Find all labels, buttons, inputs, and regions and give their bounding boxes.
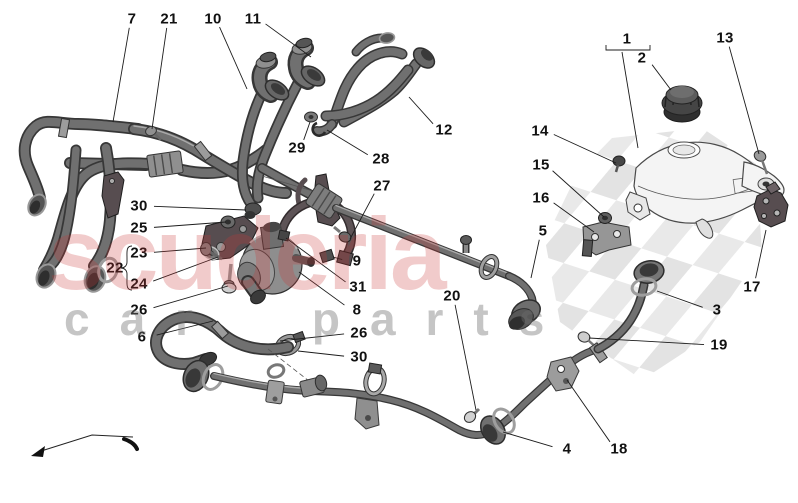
leader-line-17 (755, 229, 767, 279)
part-label-16: 16 (532, 189, 550, 207)
part-label-10: 10 (204, 10, 222, 28)
leader-line-7 (112, 27, 130, 123)
leader-line-8 (298, 271, 345, 306)
assembly-bracket-1 (605, 45, 651, 51)
part-label-31: 31 (349, 278, 367, 296)
leader-line-28 (326, 129, 369, 156)
part-label-8: 8 (352, 301, 362, 319)
bolt-20 (463, 407, 481, 423)
leader-lines (112, 23, 767, 448)
hose-bundle-top-left (18, 75, 341, 293)
part-label-17: 17 (743, 278, 761, 296)
part-label-22: 22 (106, 259, 124, 277)
clip-9 (319, 248, 335, 264)
part-label-5: 5 (538, 222, 548, 240)
part-label-13: 13 (716, 29, 734, 47)
part-label-11: 11 (244, 10, 262, 28)
leader-line-15 (552, 170, 605, 218)
part-label-14: 14 (531, 122, 549, 140)
stay-bracket (101, 171, 125, 219)
screw-13 (753, 150, 769, 175)
leader-line-2 (651, 64, 672, 91)
leader-line-20 (454, 304, 477, 411)
part-label-1: 1 (622, 30, 632, 48)
leader-line-16 (553, 202, 595, 233)
bolt-21 (145, 125, 162, 141)
tank-cap-2 (661, 85, 703, 123)
leader-line-13 (728, 46, 760, 155)
bracket-17 (753, 181, 789, 228)
hose-clamp (57, 117, 71, 139)
part-label-30: 30 (350, 348, 368, 366)
leader-line-14 (553, 134, 617, 164)
part-label-27: 27 (373, 177, 391, 195)
leader-line-26 (153, 285, 229, 309)
leader-line-4 (502, 431, 553, 448)
part-label-25: 25 (130, 219, 148, 237)
bracket-16 (581, 221, 632, 257)
part-label-6: 6 (137, 328, 147, 346)
part-label-7: 7 (127, 10, 137, 28)
leader-line-30 (153, 205, 247, 211)
leader-line-12 (408, 96, 434, 125)
leader-line-31 (285, 237, 346, 283)
leader-line-30 (297, 350, 345, 357)
nut-25 (220, 215, 236, 229)
part-label-26: 26 (130, 301, 148, 319)
leader-line-27 (349, 193, 375, 240)
direction-arrow (31, 434, 139, 457)
part-label-19: 19 (710, 336, 728, 354)
bottom-pipe-run (182, 260, 665, 445)
leader-line-23 (153, 247, 207, 253)
screw-23 (200, 242, 223, 261)
part-label-3: 3 (712, 301, 722, 319)
part-label-23: 23 (130, 244, 148, 262)
part-label-18: 18 (610, 440, 628, 458)
part-label-21: 21 (160, 10, 178, 28)
leader-line-25 (153, 221, 227, 228)
leader-line-3 (656, 290, 703, 308)
part-label-20: 20 (443, 287, 461, 305)
leader-line-1 (621, 51, 639, 149)
nut-29 (304, 111, 318, 123)
leader-line-9 (332, 256, 343, 260)
part-label-29: 29 (288, 139, 306, 157)
leader-line-11 (265, 23, 312, 58)
rubber-mount-30 (244, 202, 262, 219)
pipe-5 (305, 183, 541, 330)
part-label-30: 30 (130, 197, 148, 215)
stud-27 (333, 225, 352, 243)
part-label-4: 4 (562, 440, 572, 458)
brace-22 (120, 245, 133, 291)
part-label-9: 9 (352, 252, 362, 270)
leader-line-26 (279, 333, 345, 342)
leader-line-5 (530, 239, 540, 279)
hose-clamp (193, 140, 213, 162)
part-label-2: 2 (637, 49, 647, 67)
leader-line-29 (303, 121, 311, 141)
part-label-26: 26 (350, 324, 368, 342)
expansion-tank-assembly (581, 85, 789, 257)
leader-line-24 (153, 256, 219, 282)
part-label-28: 28 (372, 150, 390, 168)
leader-line-21 (151, 27, 168, 130)
leader-line-19 (588, 337, 705, 345)
part-label-24: 24 (130, 275, 148, 293)
aux-pump-assembly (150, 177, 356, 382)
plug-14 (612, 155, 626, 173)
part-label-15: 15 (532, 156, 550, 174)
clip-28 (311, 121, 327, 137)
part-label-12: 12 (435, 121, 453, 139)
leader-line-18 (566, 379, 611, 443)
leader-line-10 (219, 26, 248, 90)
elbow-unions-and-cluster-12 (251, 32, 436, 137)
hose-clamp (210, 320, 230, 340)
bracket-18 (546, 356, 580, 392)
leader-line-6 (156, 320, 214, 336)
